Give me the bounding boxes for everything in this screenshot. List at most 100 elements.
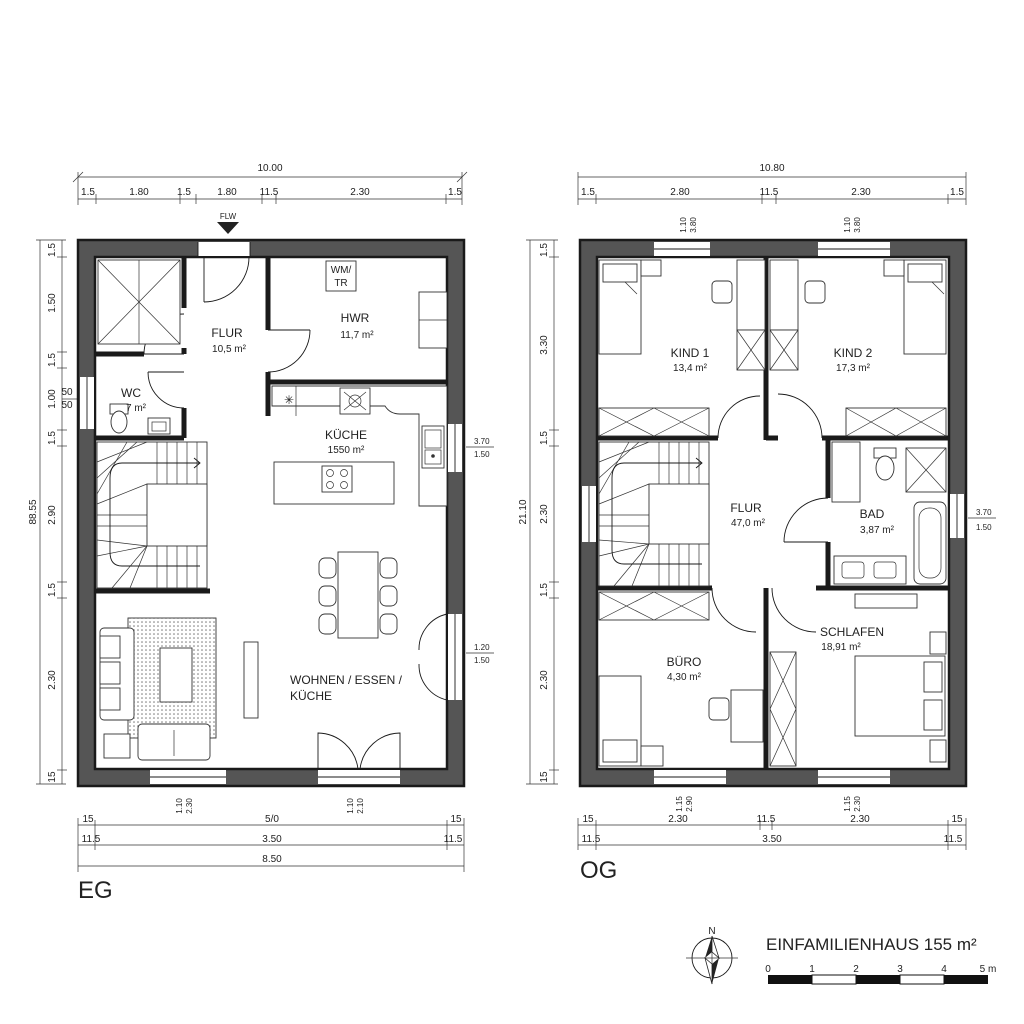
eg-win-b1b: 2.30 bbox=[185, 798, 194, 814]
og-buero-area: 4,30 m² bbox=[667, 672, 702, 683]
north-arrow-icon bbox=[686, 935, 738, 985]
eg-kueche-name: KÜCHE bbox=[325, 428, 367, 442]
og-kind1-furniture bbox=[598, 259, 766, 437]
eg-bot2-a: 11.5 bbox=[82, 834, 101, 845]
eg-openings bbox=[80, 242, 462, 784]
eg-win-r2a: 1.20 bbox=[474, 643, 490, 652]
og-win-r1a: 3.70 bbox=[976, 508, 992, 517]
og-window-labels: 1.10 3.80 1.10 3.80 1.15 2.90 1.15 2.30 … bbox=[675, 217, 996, 812]
og-win-b1b: 2.90 bbox=[685, 796, 694, 812]
og-left-total: 21.10 bbox=[518, 499, 529, 524]
og-bad-name: BAD bbox=[860, 507, 885, 521]
og-interior-walls bbox=[597, 257, 949, 769]
eg-left-seg-5: 1.5 bbox=[47, 431, 58, 445]
eg-top-total: 10.00 bbox=[257, 163, 282, 174]
og-bot1-d: 2.30 bbox=[850, 814, 870, 825]
eg-top-seg-1: 1.5 bbox=[81, 187, 95, 198]
og-win-t2a: 1.10 bbox=[843, 217, 852, 233]
og-kind1-name: KIND 1 bbox=[671, 346, 710, 360]
og-top-dimensions: 10.80 1.5 2.80 11.5 2.30 1.5 bbox=[577, 163, 967, 205]
og-top-seg-4: 2.30 bbox=[851, 187, 871, 198]
og-bottom-dimensions: 15 2.30 11.5 2.30 15 11.5 3.50 11.5 bbox=[577, 814, 967, 850]
og-kind2-area: 17,3 m² bbox=[836, 363, 871, 374]
eg-hwr-area: 11,7 m² bbox=[340, 330, 374, 341]
og-openings bbox=[582, 242, 964, 784]
eg-window-labels: 1.10 2.30 1.10 2.10 3.70 1.50 1.20 1.50 bbox=[175, 437, 494, 814]
eg-dining-table bbox=[318, 551, 398, 639]
og-staircase bbox=[598, 441, 710, 587]
og-bath-fixtures bbox=[831, 441, 947, 585]
eg-staircase bbox=[96, 441, 208, 589]
og-buero-furniture bbox=[598, 591, 764, 767]
eg-wohnen-line1: WOHNEN / ESSEN / bbox=[290, 673, 403, 687]
og-schlafen-name: SCHLAFEN bbox=[820, 625, 884, 639]
eg-top-seg-5: 11.5 bbox=[260, 187, 279, 198]
eg-top-seg-3: 1.5 bbox=[177, 187, 191, 198]
eg-bot1-c: 15 bbox=[450, 814, 462, 825]
eg-left-seg-2: 1.50 bbox=[47, 293, 58, 313]
scale-label-2: 2 bbox=[853, 964, 859, 975]
eg-wc-window-b: 50 bbox=[61, 400, 73, 411]
og-left-seg-4: 2.30 bbox=[539, 504, 550, 524]
og-kind2-name: KIND 2 bbox=[834, 346, 873, 360]
eg-wc-name: WC bbox=[121, 386, 141, 400]
eg-bot1-a: 15 bbox=[82, 814, 94, 825]
eg-bottom-dimensions: 15 5/0 15 11.5 3.50 11.5 8.50 bbox=[77, 814, 465, 872]
og-top-seg-3: 11.5 bbox=[760, 187, 779, 198]
eg-floor-label: EG bbox=[78, 877, 113, 904]
eg-win-b1a: 1.10 bbox=[175, 798, 184, 814]
entry-marker-icon bbox=[217, 222, 239, 234]
eg-left-seg-4: 1.00 bbox=[47, 389, 58, 409]
eg-wc-fixtures bbox=[109, 403, 171, 435]
og-left-dimensions: 21.10 1.5 3.30 1.5 2.30 1.5 2.30 15 bbox=[518, 239, 559, 785]
og-bot2-a: 11.5 bbox=[582, 834, 601, 845]
og-bot2-b: 3.50 bbox=[762, 834, 782, 845]
og-left-seg-6: 2.30 bbox=[539, 670, 550, 690]
eg-bot-total: 8.50 bbox=[262, 854, 282, 865]
og-win-t1a: 1.10 bbox=[679, 217, 688, 233]
eg-living-furniture bbox=[99, 617, 259, 761]
og-floor-label: OG bbox=[580, 857, 617, 884]
eg-wm-line1: WM/ bbox=[331, 265, 352, 276]
og-left-seg-1: 1.5 bbox=[539, 243, 550, 257]
og-outer-wall bbox=[578, 238, 968, 788]
scale-label-4: 4 bbox=[941, 964, 947, 975]
og-buero-name: BÜRO bbox=[667, 655, 702, 669]
og-top-seg-2: 2.80 bbox=[670, 187, 690, 198]
eg-left-total: 88.55 bbox=[28, 499, 39, 524]
eg-flur-area: 10,5 m² bbox=[212, 344, 247, 355]
og-left-seg-5: 1.5 bbox=[539, 583, 550, 597]
eg-flur-name: FLUR bbox=[211, 326, 243, 340]
eg-top-seg-6: 2.30 bbox=[350, 187, 370, 198]
og-left-seg-7: 15 bbox=[539, 771, 550, 783]
eg-left-seg-8: 2.30 bbox=[47, 670, 58, 690]
og-win-b1a: 1.15 bbox=[675, 796, 684, 812]
og-win-t2b: 3.80 bbox=[853, 217, 862, 233]
og-top-seg-5: 1.5 bbox=[950, 187, 964, 198]
north-label: N bbox=[708, 926, 715, 937]
eg-interior-walls bbox=[95, 257, 447, 594]
eg-top-seg-4: 1.80 bbox=[217, 187, 237, 198]
eg-top-dimensions: 10.00 1.5 1.80 1.5 1.80 11.5 2.30 1.5 bbox=[72, 163, 468, 205]
og-schlafen-area: 18,91 m² bbox=[821, 642, 861, 653]
eg-hwr-name: HWR bbox=[341, 311, 370, 325]
scale-label-5: 5 m bbox=[980, 964, 997, 975]
eg-left-seg-1: 1.5 bbox=[47, 243, 58, 257]
eg-room-labels: FLUR 10,5 m² HWR 11,7 m² WM/ TR WC 7 m² … bbox=[121, 265, 403, 703]
eg-wardrobe bbox=[97, 259, 181, 345]
fan-icon: ✳ bbox=[284, 393, 294, 407]
eg-kueche-area: 1550 m² bbox=[328, 445, 365, 456]
og-win-t1b: 3.80 bbox=[689, 217, 698, 233]
eg-top-seg-7: 1.5 bbox=[448, 187, 462, 198]
drawing-title: EINFAMILIENHAUS 155 m² bbox=[766, 935, 977, 954]
og-win-b2a: 1.15 bbox=[843, 796, 852, 812]
og-bot1-e: 15 bbox=[951, 814, 963, 825]
eg-bot2-b: 3.50 bbox=[262, 834, 282, 845]
eg-wc-window-a: 50 bbox=[61, 387, 73, 398]
og-bot1-c: 11.5 bbox=[757, 814, 776, 825]
eg-top-seg-2: 1.80 bbox=[129, 187, 149, 198]
og-top-seg-1: 1.5 bbox=[581, 187, 595, 198]
eg-wohnen-line2: KÜCHE bbox=[290, 689, 332, 703]
og-bot1-b: 2.30 bbox=[668, 814, 688, 825]
